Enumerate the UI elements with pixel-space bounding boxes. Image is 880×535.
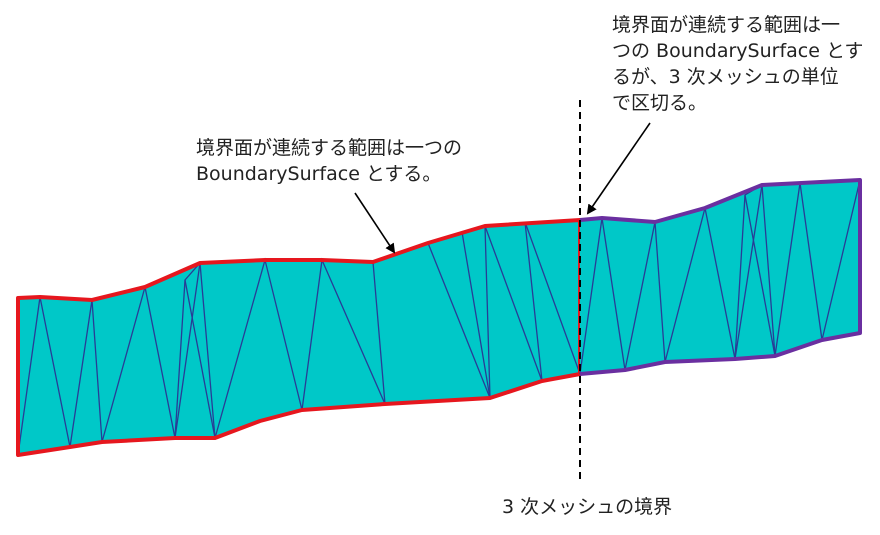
annotation-line: つの BoundarySurface とす <box>612 40 864 62</box>
right-boundary-surface <box>579 178 862 376</box>
right-surface-fill <box>580 180 860 374</box>
right-callout-arrow <box>586 122 651 215</box>
mesh-boundary-label: 3 次メッシュの境界 <box>502 496 673 518</box>
annotation-line: 境界面が連続する範囲は一 <box>612 14 841 36</box>
right-surface-outline <box>579 178 862 376</box>
annotation-line: で区切る。 <box>612 92 708 114</box>
right-surface-annotation: 境界面が連続する範囲は一 つの BoundarySurface とす るが、3 … <box>612 12 863 116</box>
annotation-line: BoundarySurface とする。 <box>196 163 442 185</box>
left-surface-annotation: 境界面が連続する範囲は一つの BoundarySurface とする。 <box>196 135 462 187</box>
left-surface-fill <box>18 220 580 455</box>
left-callout-arrow <box>354 192 396 254</box>
annotation-line: 境界面が連続する範囲は一つの <box>196 137 463 159</box>
left-boundary-surface <box>16 218 582 457</box>
annotation-line: るが、3 次メッシュの単位 <box>612 66 839 88</box>
